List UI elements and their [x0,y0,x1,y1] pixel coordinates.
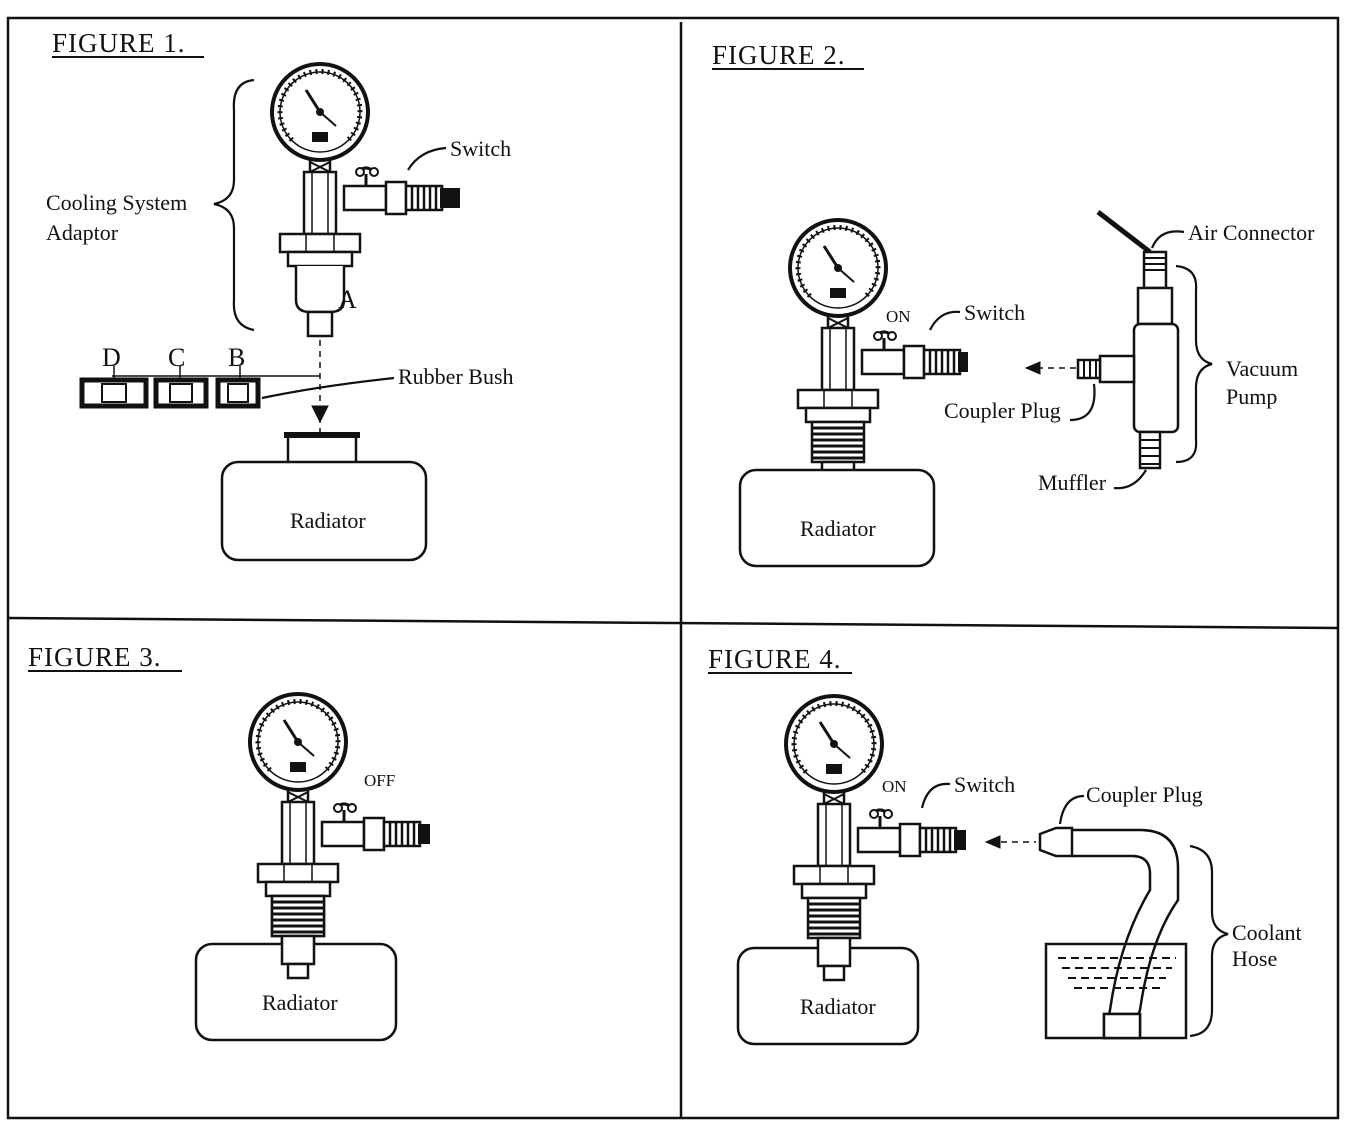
figure-2-title: FIGURE 2. [712,40,846,70]
coolant-label-line1: Coolant [1232,920,1302,945]
muffler-leader [1113,469,1147,490]
panel-borders [6,16,1340,1120]
switch-valve-icon [860,330,968,380]
rubber-bush-label: Rubber Bush [398,364,514,389]
pressure-gauge-icon [786,696,882,804]
down-arrow-icon [311,405,329,424]
switch-label: Switch [954,772,1015,797]
switch-leader [407,146,447,171]
figure-3: FIGURE 3. OFF Radiator [28,642,430,1042]
label-b: B [228,343,245,372]
adaptor-label-line2: Adaptor [46,220,119,245]
air-connector-label: Air Connector [1188,220,1315,245]
radiator-2-label: Radiator [800,516,876,541]
figure-1-title: FIGURE 1. [52,28,186,58]
switch-leader [929,310,961,331]
label-c: C [168,343,185,372]
figure-4-title: FIGURE 4. [708,644,842,674]
vacuum-label-line2: Pump [1226,384,1277,409]
switch-label: Switch [450,136,511,161]
switch-valve-icon [320,802,430,852]
label-d: D [102,343,121,372]
coolant-brace [1189,844,1229,1038]
rubber-bush-set: D C B [79,343,320,409]
coolant-label-line2: Hose [1232,946,1277,971]
switch-valve-icon [856,808,966,858]
radiator-3: Radiator [194,894,398,1042]
left-arrow-icon [984,835,1001,849]
switch-leader [920,782,951,809]
switch-label: Switch [964,300,1025,325]
adaptor-brace [213,78,255,332]
left-arrow-icon [1024,361,1041,375]
label-a: A [338,285,357,314]
vacuum-pump-brace [1175,264,1213,464]
coupler-plug-leader [1069,383,1096,422]
figure-3-title: FIGURE 3. [28,642,162,672]
radiator-1: Radiator [220,432,428,562]
adaptor-body [278,170,362,338]
vacuum-pump-icon [1076,210,1180,470]
adaptor-body [256,800,340,898]
vacuum-label-line1: Vacuum [1226,356,1298,381]
adaptor-label-line1: Cooling System [46,190,187,215]
coolant-hose-icon [1038,826,1180,1040]
switch-valve-icon [342,166,460,216]
air-connector-leader [1150,230,1185,249]
pressure-gauge-icon [272,64,368,172]
radiator-1-label: Radiator [290,508,366,533]
coupler-plug-label: Coupler Plug [944,398,1061,423]
pressure-gauge-icon [250,694,346,802]
radiator-2: Radiator [738,468,936,568]
figure-4: FIGURE 4. ON Switch Radiator [708,644,1302,1046]
coupler-plug-label: Coupler Plug [1086,782,1203,807]
on-label: ON [882,777,907,796]
on-label: ON [886,307,911,326]
radiator-3-label: Radiator [262,990,338,1015]
radiator-4-label: Radiator [800,994,876,1019]
muffler-label: Muffler [1038,470,1107,495]
figure-1: FIGURE 1. A Cooling System Adaptor Switc… [46,28,514,562]
pressure-gauge-icon [790,220,886,328]
radiator-4: Radiator [736,896,920,1046]
coupler-plug-leader [1058,794,1085,825]
off-label: OFF [364,771,395,790]
rubber-bush-leader [261,376,395,400]
figure-2: FIGURE 2. ON Switch Radiator [712,40,1315,568]
coolant-container-icon [1044,942,1188,1040]
